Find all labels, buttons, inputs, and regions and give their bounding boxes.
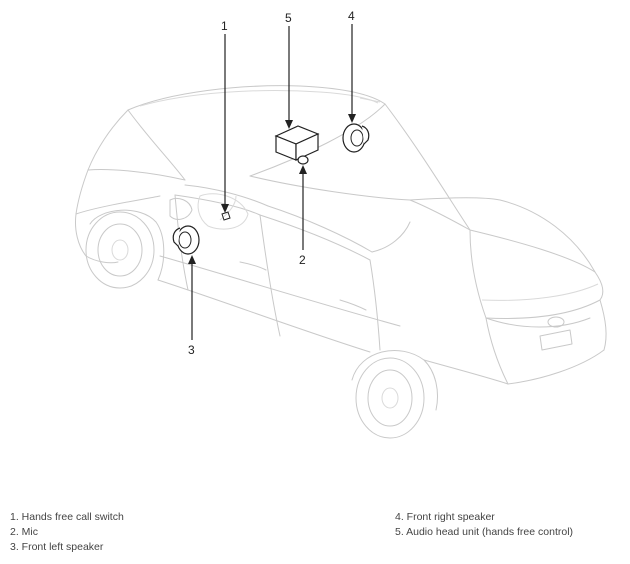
front-left-speaker [172, 225, 200, 255]
legend-item-front-right-speaker: 4. Front right speaker [395, 511, 495, 523]
audio-head-unit [274, 125, 320, 161]
callout-2: 2 [299, 253, 306, 267]
legend-right-column: 4. Front right speaker 5. Audio head uni… [395, 510, 573, 540]
legend-item-mic: 2. Mic [10, 526, 39, 538]
legend-item-front-left-speaker: 3. Front left speaker [10, 541, 104, 553]
callout-3: 3 [188, 343, 195, 357]
car-outline [75, 85, 607, 439]
legend-item-hands-free-call-switch: 1. Hands free call switch [10, 511, 124, 523]
front-right-speaker [342, 123, 370, 153]
component-location-diagram: 1 5 4 2 3 [75, 9, 607, 439]
mic [297, 155, 309, 165]
legend-item-audio-head-unit: 5. Audio head unit (hands free control) [395, 526, 574, 538]
legend-left-column: 1. Hands free call switch 2. Mic 3. Fron… [10, 510, 124, 555]
callout-5: 5 [285, 11, 292, 25]
callout-1: 1 [221, 19, 228, 33]
leader-lines [188, 24, 356, 340]
callout-4: 4 [348, 9, 355, 23]
hands-free-call-switch [221, 211, 231, 221]
